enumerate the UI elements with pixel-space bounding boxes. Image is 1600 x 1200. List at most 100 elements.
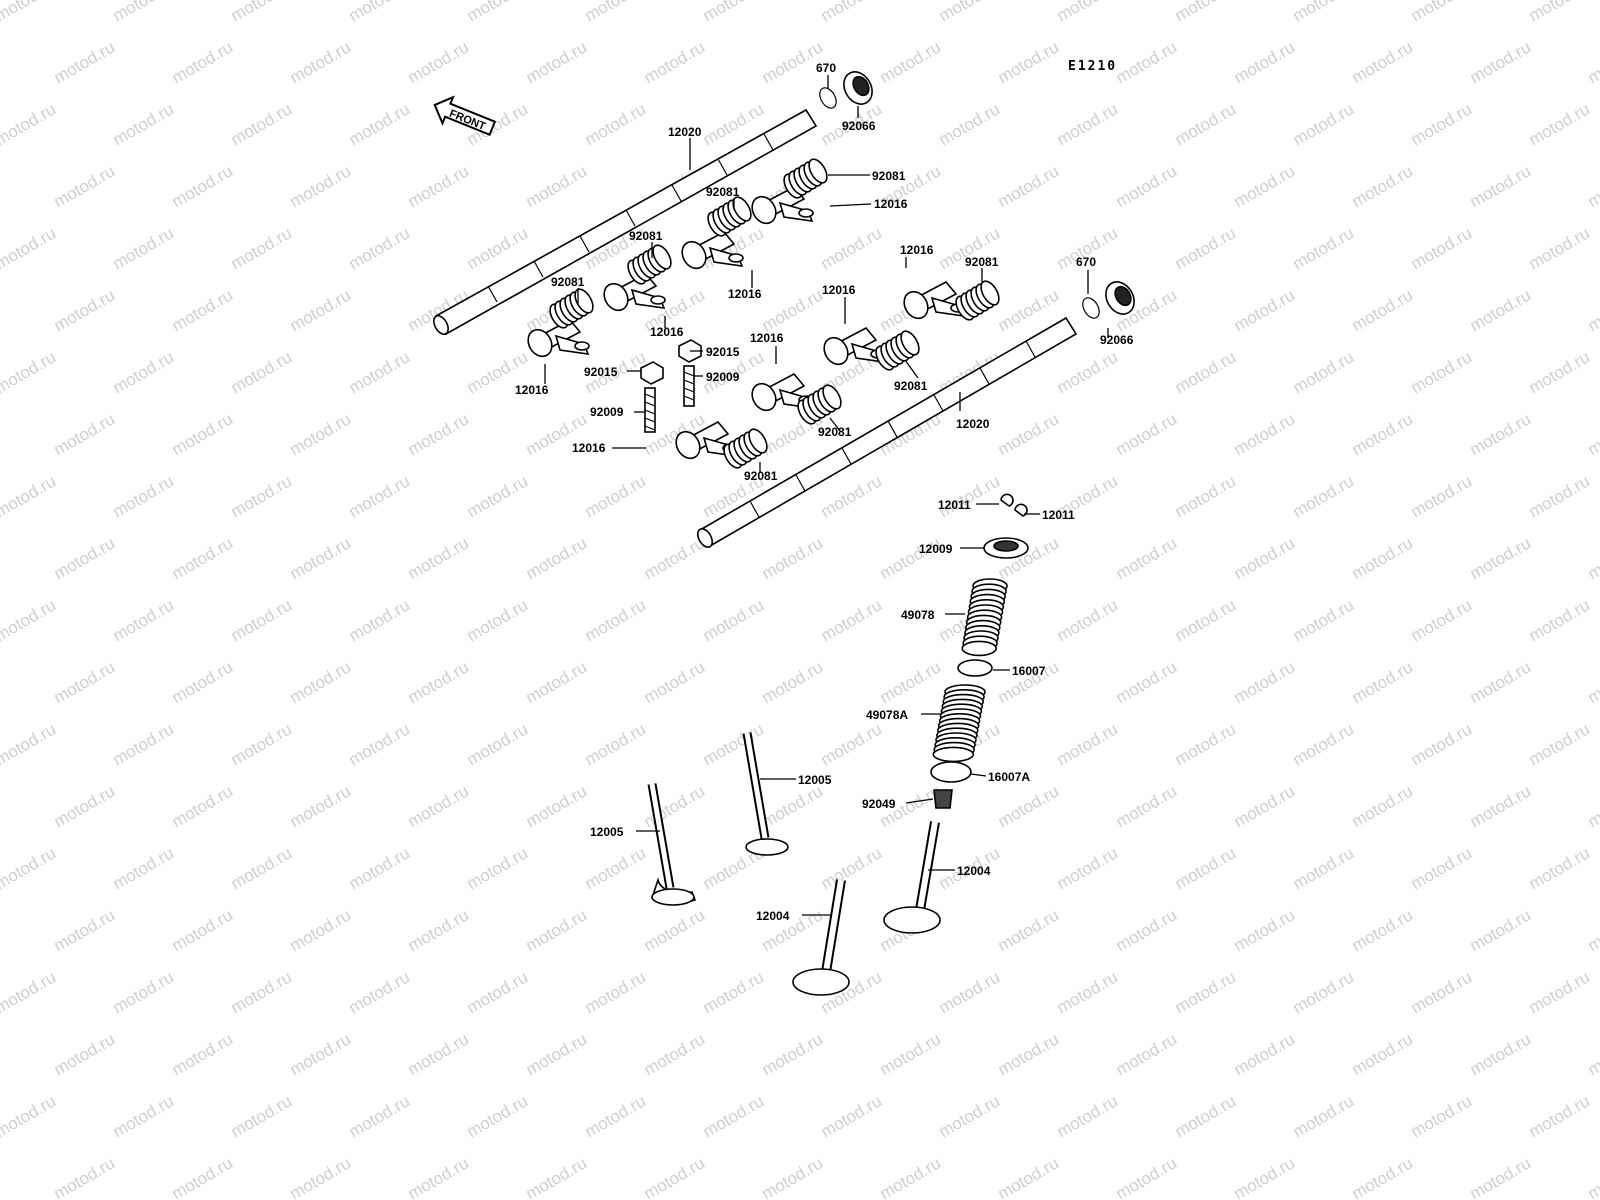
watermark-text: motod.ru — [287, 409, 355, 459]
watermark-text: motod.ru — [641, 905, 709, 955]
watermark-text: motod.ru — [1054, 843, 1122, 893]
watermark-text: motod.ru — [110, 471, 178, 521]
watermark-text: motod.ru — [1349, 409, 1417, 459]
label-12009: 12009 — [919, 542, 953, 556]
watermark-text: motod.ru — [1585, 285, 1600, 335]
watermark-text: motod.ru — [641, 1029, 709, 1079]
adjust-screw-right — [683, 365, 695, 407]
label-12016-4: 12016 — [900, 243, 934, 257]
watermark-text: motod.ru — [818, 0, 886, 25]
rocker-spring-icon — [955, 280, 1000, 321]
watermark-text: motod.ru — [405, 905, 473, 955]
watermark-text: motod.ru — [287, 533, 355, 583]
watermark-text: motod.ru — [228, 843, 296, 893]
label-12016-5: 12016 — [822, 283, 856, 297]
watermark-text: motod.ru — [1172, 0, 1240, 25]
watermark-text: motod.ru — [1408, 1091, 1476, 1141]
watermark-text: motod.ru — [1467, 533, 1535, 583]
watermark-text: motod.ru — [818, 1091, 886, 1141]
watermark-text: motod.ru — [995, 1029, 1063, 1079]
watermark-text: motod.ru — [169, 409, 237, 459]
watermark-text: motod.ru — [405, 1029, 473, 1079]
watermark-text: motod.ru — [1290, 347, 1358, 397]
watermark-text: motod.ru — [169, 161, 237, 211]
watermark-text: motod.ru — [523, 37, 591, 87]
watermark-text: motod.ru — [405, 161, 473, 211]
watermark-text: motod.ru — [582, 843, 650, 893]
watermark-text: motod.ru — [818, 223, 886, 273]
watermark-text: motod.ru — [1408, 347, 1476, 397]
rocker-arm-icon — [681, 230, 744, 270]
watermark-text: motod.ru — [1054, 595, 1122, 645]
watermark-text: motod.ru — [523, 533, 591, 583]
watermark-text: motod.ru — [110, 0, 178, 25]
watermark-text: motod.ru — [0, 99, 59, 149]
rocker-spring-icon — [707, 196, 752, 237]
rocker-springs — [549, 158, 1000, 469]
watermark-text: motod.ru — [1526, 471, 1594, 521]
watermark-text: motod.ru — [641, 533, 709, 583]
watermark-text: motod.ru — [346, 347, 414, 397]
watermark-text: motod.ru — [995, 905, 1063, 955]
rocker-arm-icon — [903, 280, 966, 320]
watermark-text: motod.ru — [1172, 223, 1240, 273]
adjust-nut-left — [640, 361, 664, 385]
watermark-text: motod.ru — [1526, 967, 1594, 1017]
watermark-text: motod.ru — [1231, 409, 1299, 459]
watermark-text: motod.ru — [1349, 285, 1417, 335]
watermark-text: motod.ru — [1231, 1153, 1299, 1200]
label-12005-left: 12005 — [590, 825, 624, 839]
watermark-text: motod.ru — [346, 595, 414, 645]
watermark-text: motod.ru — [110, 347, 178, 397]
watermark-text: motod.ru — [405, 1153, 473, 1200]
label-49078: 49078 — [901, 608, 935, 622]
label-92081-8: 92081 — [744, 469, 778, 483]
watermark-text: motod.ru — [1585, 1029, 1600, 1079]
watermark-text: motod.ru — [1231, 533, 1299, 583]
watermark-text: motod.ru — [759, 533, 827, 583]
watermark-text: motod.ru — [405, 409, 473, 459]
watermark-text: motod.ru — [1408, 99, 1476, 149]
label-16007: 16007 — [1012, 664, 1046, 678]
label-92081-7: 92081 — [818, 425, 852, 439]
watermark-text: motod.ru — [346, 0, 414, 25]
watermark-text: motod.ru — [995, 37, 1063, 87]
watermark-text: motod.ru — [51, 409, 119, 459]
label-12016-3: 12016 — [650, 325, 684, 339]
label-92009-right: 92009 — [706, 370, 740, 384]
watermark-text: motod.ru — [1349, 161, 1417, 211]
watermark-text: motod.ru — [110, 719, 178, 769]
watermark-text: motod.ru — [1290, 843, 1358, 893]
valve-keeper-pair — [1000, 493, 1028, 517]
watermark-text: motod.ru — [1585, 657, 1600, 707]
watermark-text: motod.ru — [169, 1153, 237, 1200]
label-92081-1: 92081 — [872, 169, 906, 183]
watermark-text: motod.ru — [1585, 409, 1600, 459]
watermark-text: motod.ru — [877, 657, 945, 707]
watermark-text: motod.ru — [110, 843, 178, 893]
watermark-text: motod.ru — [51, 781, 119, 831]
watermark-text: motod.ru — [1113, 161, 1181, 211]
watermark-text: motod.ru — [818, 719, 886, 769]
rocker-shaft-lower — [696, 316, 1078, 548]
watermark-text: motod.ru — [1290, 0, 1358, 25]
inner-valve-spring — [932, 684, 986, 763]
exhaust-valve-left — [647, 783, 697, 906]
watermark-text: motod.ru — [228, 1091, 296, 1141]
label-92081-5: 92081 — [965, 255, 999, 269]
watermark-text: motod.ru — [641, 37, 709, 87]
watermark-text: motod.ru — [936, 967, 1004, 1017]
watermark-text: motod.ru — [51, 37, 119, 87]
watermark-text: motod.ru — [1467, 409, 1535, 459]
label-12004-left: 12004 — [756, 909, 790, 923]
label-92066-upper: 92066 — [842, 119, 876, 133]
watermark-text: motod.ru — [169, 285, 237, 335]
watermark-text: motod.ru — [346, 843, 414, 893]
watermark-text: motod.ru — [464, 719, 532, 769]
label-12016-6: 12016 — [750, 331, 784, 345]
watermark-text: motod.ru — [1290, 967, 1358, 1017]
label-92081-4: 92081 — [551, 275, 585, 289]
watermark-text: motod.ru — [1467, 781, 1535, 831]
watermark-text: motod.ru — [110, 99, 178, 149]
watermark-text: motod.ru — [641, 657, 709, 707]
